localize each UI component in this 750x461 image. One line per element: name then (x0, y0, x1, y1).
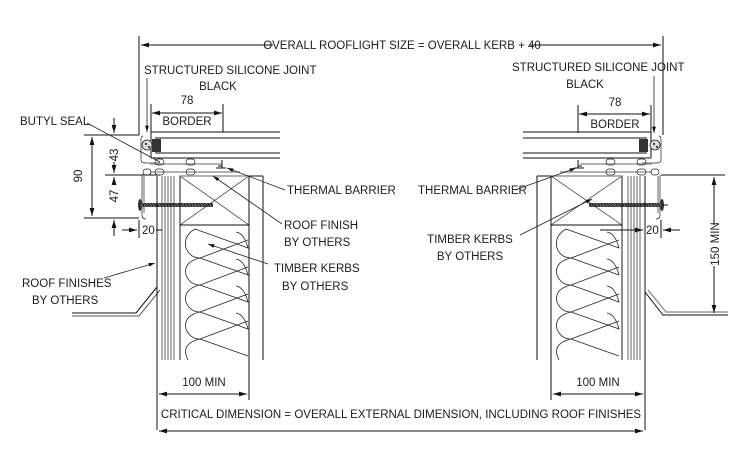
left-timber-kerbs-label-2: BY OTHERS (282, 281, 349, 293)
critical-dimension: CRITICAL DIMENSION = OVERALL EXTERNAL DI… (159, 409, 643, 434)
left-glazing-unit (141, 131, 280, 159)
left-silicone-joint (141, 139, 153, 151)
left-roof-finishes-leader (103, 262, 156, 279)
right-timber-kerb (536, 175, 728, 430)
left-detail: STRUCTURED SILICONE JOINT BLACK 78 BORDE… (20, 65, 396, 430)
left-silicone-joint-color: BLACK (199, 81, 237, 93)
right-timber-kerbs-label: TIMBER KERBS (427, 234, 513, 246)
left-insulation (179, 225, 249, 361)
right-thermal-barrier-leader (514, 167, 577, 191)
right-border-label: BORDER (590, 119, 639, 131)
critical-dimension-label: CRITICAL DIMENSION = OVERALL EXTERNAL DI… (161, 409, 642, 421)
left-timber-kerbs-leader (207, 243, 269, 265)
right-dim-20: 20 (646, 225, 659, 237)
left-dim-43: 43 (109, 149, 121, 162)
right-spacer-bar (639, 139, 648, 152)
left-border-label: BORDER (162, 116, 211, 128)
left-border-value: 78 (181, 95, 194, 107)
left-thermal-barrier-label: THERMAL BARRIER (287, 185, 396, 197)
right-detail: STRUCTURED SILICONE JOINT BLACK 78 BORDE… (418, 62, 728, 430)
right-frame-profile (560, 135, 668, 220)
left-timber-kerbs-label: TIMBER KERBS (274, 263, 360, 275)
left-silicone-joint-label: STRUCTURED SILICONE JOINT (144, 65, 317, 77)
right-silicone-joint (649, 139, 661, 151)
right-glazing-unit (523, 131, 661, 159)
left-roof-finish-label: ROOF FINISH (284, 220, 358, 232)
left-roof-finishes-label: ROOF FINISHES (22, 278, 112, 290)
right-kerb-width-label: 100 MIN (576, 377, 619, 389)
right-upstand-dimension: 150 MIN (661, 174, 725, 313)
left-dim-90: 90 (73, 170, 85, 183)
overall-rooflight-dimension: OVERALL ROOFLIGHT SIZE = OVERALL KERB + … (138, 36, 664, 135)
right-silicone-joint-label: STRUCTURED SILICONE JOINT (512, 62, 685, 74)
right-thermal-barrier-label: THERMAL BARRIER (418, 185, 527, 197)
left-screw-head (138, 199, 142, 211)
right-insulation (556, 225, 623, 361)
left-fixing-screw (141, 203, 213, 207)
left-thermal-barrier-leader (226, 167, 286, 191)
right-timber-kerbs-leader (519, 198, 593, 236)
left-timber-kerb (72, 175, 264, 430)
left-roof-finish-leader (212, 175, 283, 225)
left-kerb-width-label: 100 MIN (182, 377, 225, 389)
left-roof-finish-label-2: BY OTHERS (284, 237, 351, 249)
left-vertical-dimensions: 90 43 47 20 (73, 118, 162, 238)
overall-size-label: OVERALL ROOFLIGHT SIZE = OVERALL KERB + … (263, 40, 541, 52)
butyl-seal-label: BUTYL SEAL (20, 116, 90, 128)
left-dim-47: 47 (109, 190, 121, 203)
right-fixing-screw (589, 203, 661, 207)
left-frame-profile (138, 135, 240, 220)
right-upstand-label: 150 MIN (710, 222, 722, 265)
left-roof-finishes-label-2: BY OTHERS (32, 295, 99, 307)
butyl-seal-leader (86, 122, 161, 163)
right-silicone-joint-color: BLACK (566, 79, 604, 91)
left-dim-20: 20 (142, 225, 155, 237)
left-spacer-bar (152, 139, 161, 152)
right-timber-kerbs-label-2: BY OTHERS (437, 251, 504, 263)
right-border-value: 78 (609, 97, 622, 109)
